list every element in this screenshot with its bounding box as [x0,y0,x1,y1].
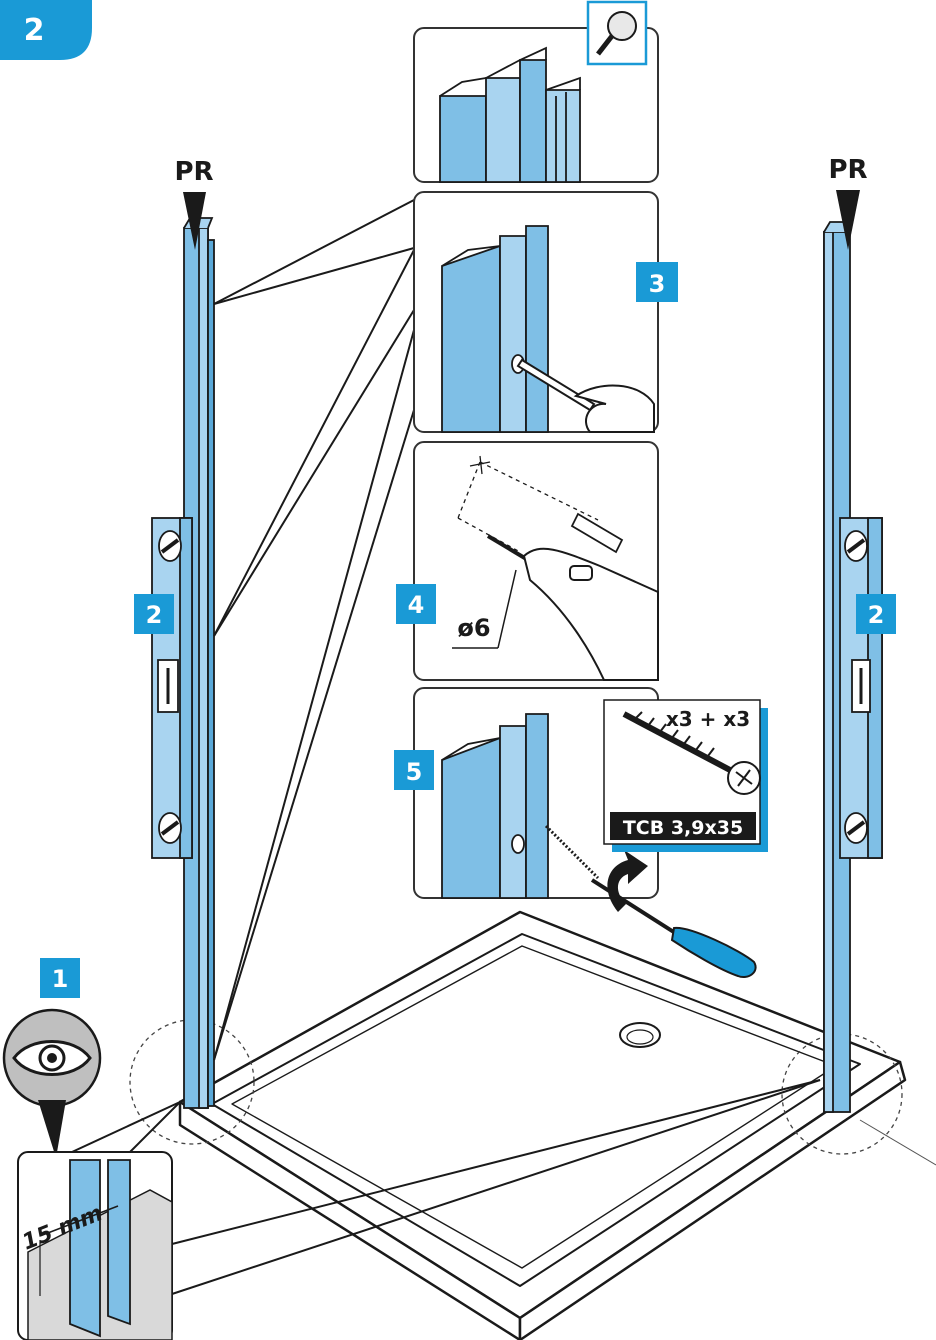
step-badge-number: 2 [24,13,45,48]
right-pointer [836,190,860,250]
step-5-number: 5 [406,758,423,786]
panel-step-4: ø6 4 [396,441,659,681]
spirit-level-left [151,517,193,859]
panel-step-5: 5 [394,687,757,978]
shower-tray [178,910,907,1340]
gap-detail-panel: 15 mm [17,1151,173,1340]
left-pointer [183,192,206,250]
step-2-left-number: 2 [146,601,163,629]
step-4-number: 4 [408,591,425,619]
step-badge: 2 [0,0,92,60]
panel-profile-detail [413,0,659,183]
screw-small [544,824,600,880]
wall-plug [570,512,624,554]
screw-icon [622,711,761,795]
eye-icon [2,1008,102,1158]
spirit-level-right [839,517,883,859]
drill-icon [486,534,659,681]
left-profile-label: PR [174,157,213,187]
magnifier-icon [596,11,637,56]
drill-diameter-label: ø6 [457,614,490,642]
step-2-right-number: 2 [868,601,885,629]
screwdriver-icon [590,878,757,978]
right-profile-label: PR [828,155,867,185]
right-wall-profile [823,221,854,1113]
leader-lines [71,199,821,1295]
marker-pencil [516,358,655,433]
panel-step-3: 3 [413,191,678,433]
step-3-number: 3 [649,270,666,298]
screw-type: TCB 3,9x35 [623,817,743,839]
screw-quantity: x3 + x3 [666,707,750,731]
step-1-number: 1 [52,965,69,993]
screw-callout: x3 + x3 TCB 3,9x35 [603,699,768,852]
